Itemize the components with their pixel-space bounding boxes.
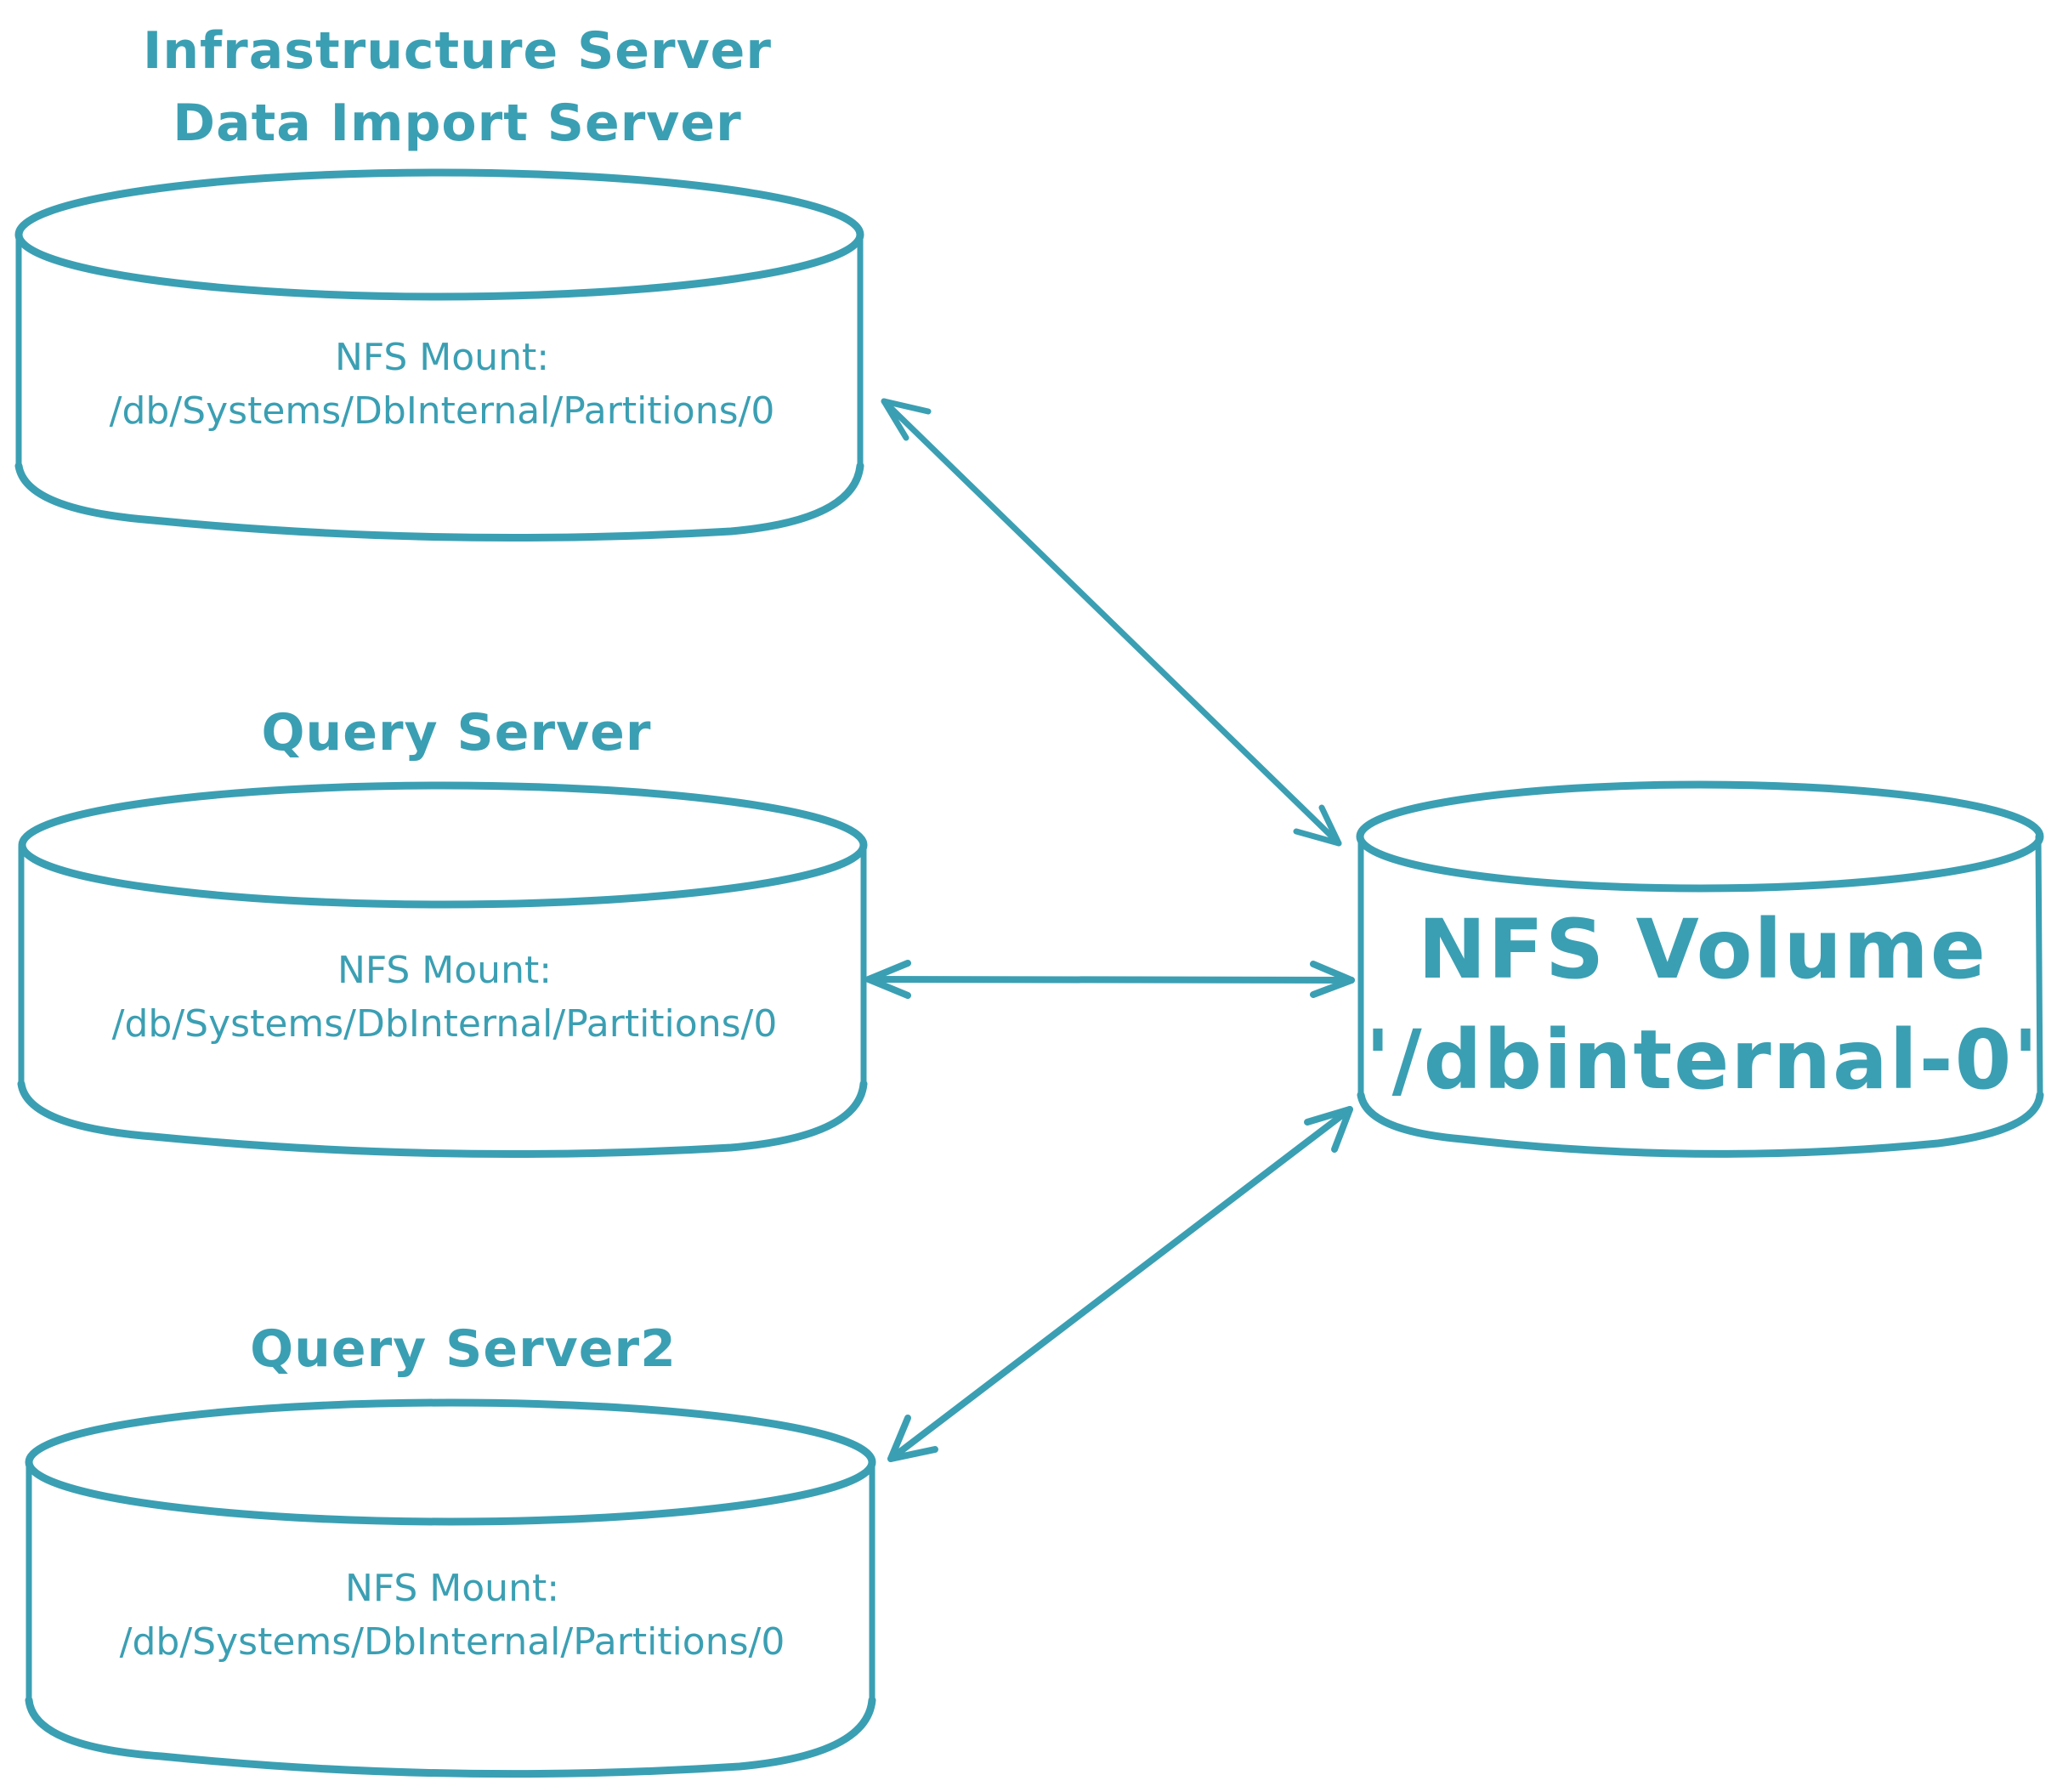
- database-cylinder-icon: [17, 781, 868, 1159]
- connector-line: [887, 1106, 1353, 1462]
- node-nfs-volume[interactable]: NFS Volume '/dbinternal-0': [1356, 780, 2044, 1158]
- node-query2[interactable]: Query Server2 NFS Mount: /db/Systems/DbI…: [25, 1319, 876, 1778]
- connector-line: [881, 398, 1342, 847]
- mount-path: /db/Systems/DbInternal/Partitions/0: [110, 389, 775, 433]
- arrowhead-icon: [865, 960, 911, 999]
- edge-infra-nfs[interactable]: [881, 398, 1342, 847]
- database-cylinder-icon: [25, 1398, 876, 1778]
- connector-line: [865, 976, 1355, 984]
- database-cylinder-icon: [1356, 780, 2044, 1158]
- arrowhead-icon: [1304, 1106, 1353, 1153]
- mount-path: /db/Systems/DbInternal/Partitions/0: [120, 1620, 785, 1664]
- node-title-line-2: Data Import Server: [173, 94, 741, 153]
- node-title-line-1: Infrastructure Server: [143, 21, 772, 81]
- arrowhead-icon: [881, 398, 932, 441]
- arrowhead-icon: [887, 1415, 938, 1462]
- mount-label: NFS Mount:: [335, 336, 549, 379]
- node-title: Query Server2: [250, 1319, 677, 1379]
- database-cylinder-icon: [14, 168, 864, 542]
- edge-query-nfs[interactable]: [865, 960, 1355, 999]
- edge-query2-nfs[interactable]: [887, 1106, 1353, 1462]
- arrowhead-icon: [1293, 804, 1342, 847]
- mount-label: NFS Mount:: [345, 1567, 559, 1610]
- node-query[interactable]: Query Server NFS Mount: /db/Systems/DbIn…: [17, 703, 868, 1159]
- mount-path: /db/Systems/DbInternal/Partitions/0: [112, 1002, 778, 1046]
- volume-title: NFS Volume: [1418, 902, 1987, 997]
- node-title: Query Server: [262, 703, 652, 763]
- mount-label: NFS Mount:: [337, 949, 552, 992]
- volume-path: '/dbinternal-0': [1365, 1012, 2040, 1108]
- node-infra[interactable]: Infrastructure Server Data Import Server…: [14, 21, 864, 542]
- arrowhead-icon: [1310, 961, 1355, 998]
